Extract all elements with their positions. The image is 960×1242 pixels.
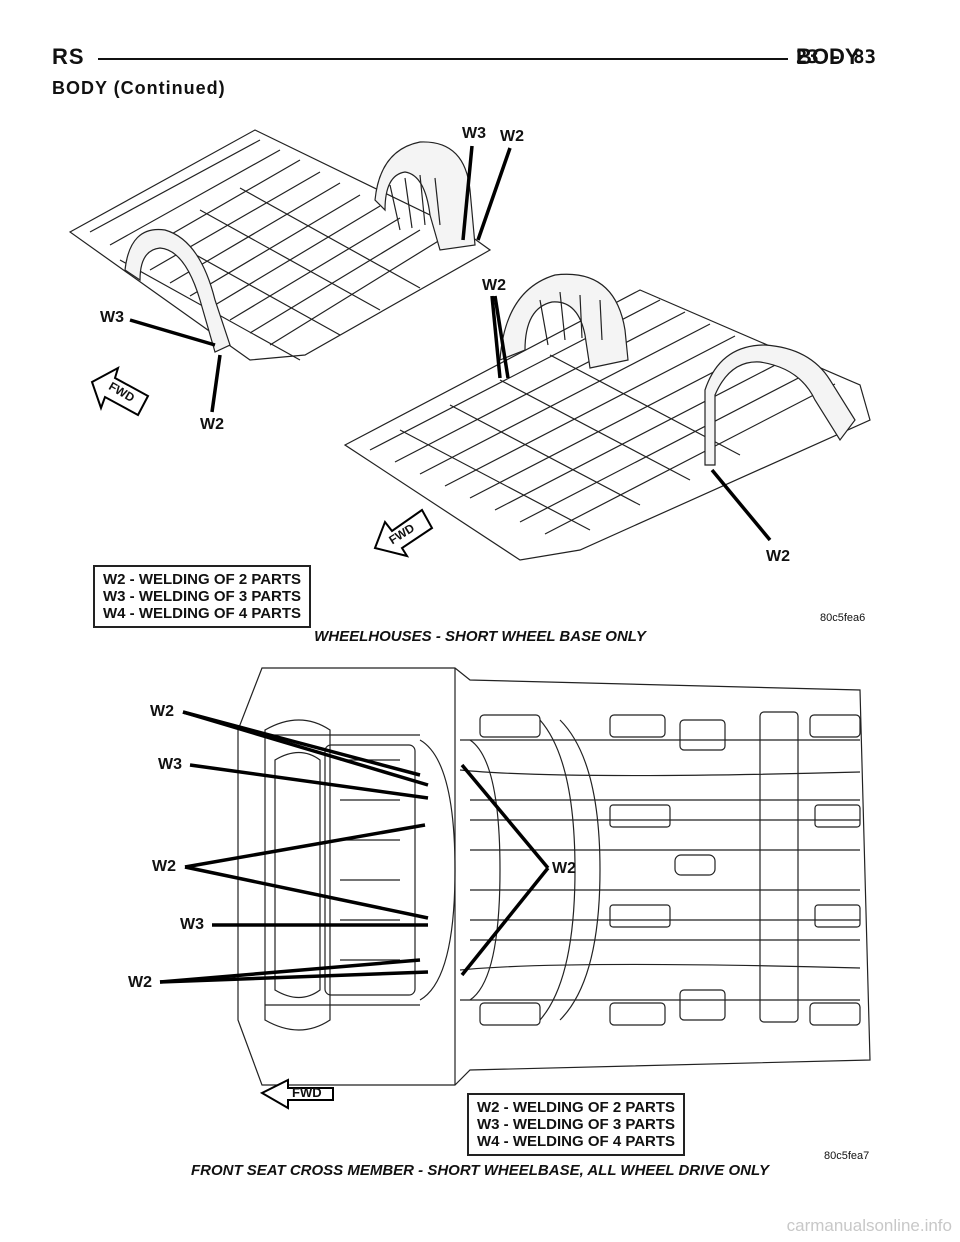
floor-pan-lower: [343, 289, 871, 561]
legend-line: W3 - WELDING OF 3 PARTS: [477, 1116, 676, 1133]
manual-code: RS: [52, 44, 85, 69]
label-w2: W2: [482, 277, 506, 294]
legend-line: W2 - WELDING OF 2 PARTS: [477, 1099, 676, 1116]
legend-line: W2 - WELDING OF 2 PARTS: [103, 571, 302, 588]
legend-line: W3 - WELDING OF 3 PARTS: [103, 588, 302, 605]
fwd-arrow-b: [373, 508, 434, 558]
label-w2: W2: [200, 416, 224, 433]
legend-line: W4 - WELDING OF 4 PARTS: [103, 605, 302, 622]
wheelhouse-rear-upper: [374, 141, 476, 251]
section-title: BODY: [796, 44, 860, 69]
label-w3: W3: [158, 756, 182, 773]
continued-heading: BODY (Continued): [52, 78, 226, 98]
header-rule: [98, 58, 788, 60]
cross-member: [419, 739, 501, 1001]
page-header: RS BODY 23 - 83: [52, 44, 876, 74]
wheelhouse-right-lower: [704, 344, 856, 466]
figure-id: 80c5fea7: [824, 1150, 870, 1162]
fwd-arrow-c: [259, 1078, 334, 1110]
figure-caption: FRONT SEAT CROSS MEMBER - SHORT WHEELBAS…: [190, 1162, 770, 1179]
label-w2: W2: [152, 858, 176, 875]
label-w3: W3: [180, 916, 204, 933]
label-w2: W2: [500, 128, 524, 145]
label-w2: W2: [150, 703, 174, 720]
fwd-label: FWD: [292, 1085, 322, 1100]
wheelhouse-left-upper: [124, 228, 231, 353]
wheelhouse-illustration: [68, 129, 871, 561]
label-w2: W2: [552, 860, 576, 877]
legend-line: W4 - WELDING OF 4 PARTS: [477, 1133, 676, 1150]
label-w2: W2: [766, 548, 790, 565]
page-number: 23 - 83: [795, 46, 876, 68]
figure-caption: WHEELHOUSES - SHORT WHEEL BASE ONLY: [314, 628, 646, 645]
weld-legend: W2 - WELDING OF 2 PARTS W3 - WELDING OF …: [467, 1093, 686, 1156]
wheelhouse-rear-lower: [499, 273, 629, 369]
figure-id: 80c5fea6: [820, 612, 866, 624]
watermark: carmanualsonline.info: [786, 1216, 952, 1235]
label-w3: W3: [462, 125, 486, 142]
weld-legend: W2 - WELDING OF 2 PARTS W3 - WELDING OF …: [93, 565, 312, 628]
label-w2: W2: [128, 974, 152, 991]
fwd-arrow-a: [90, 365, 150, 417]
floor-pan-upper: [68, 129, 492, 361]
label-w3: W3: [100, 309, 124, 326]
